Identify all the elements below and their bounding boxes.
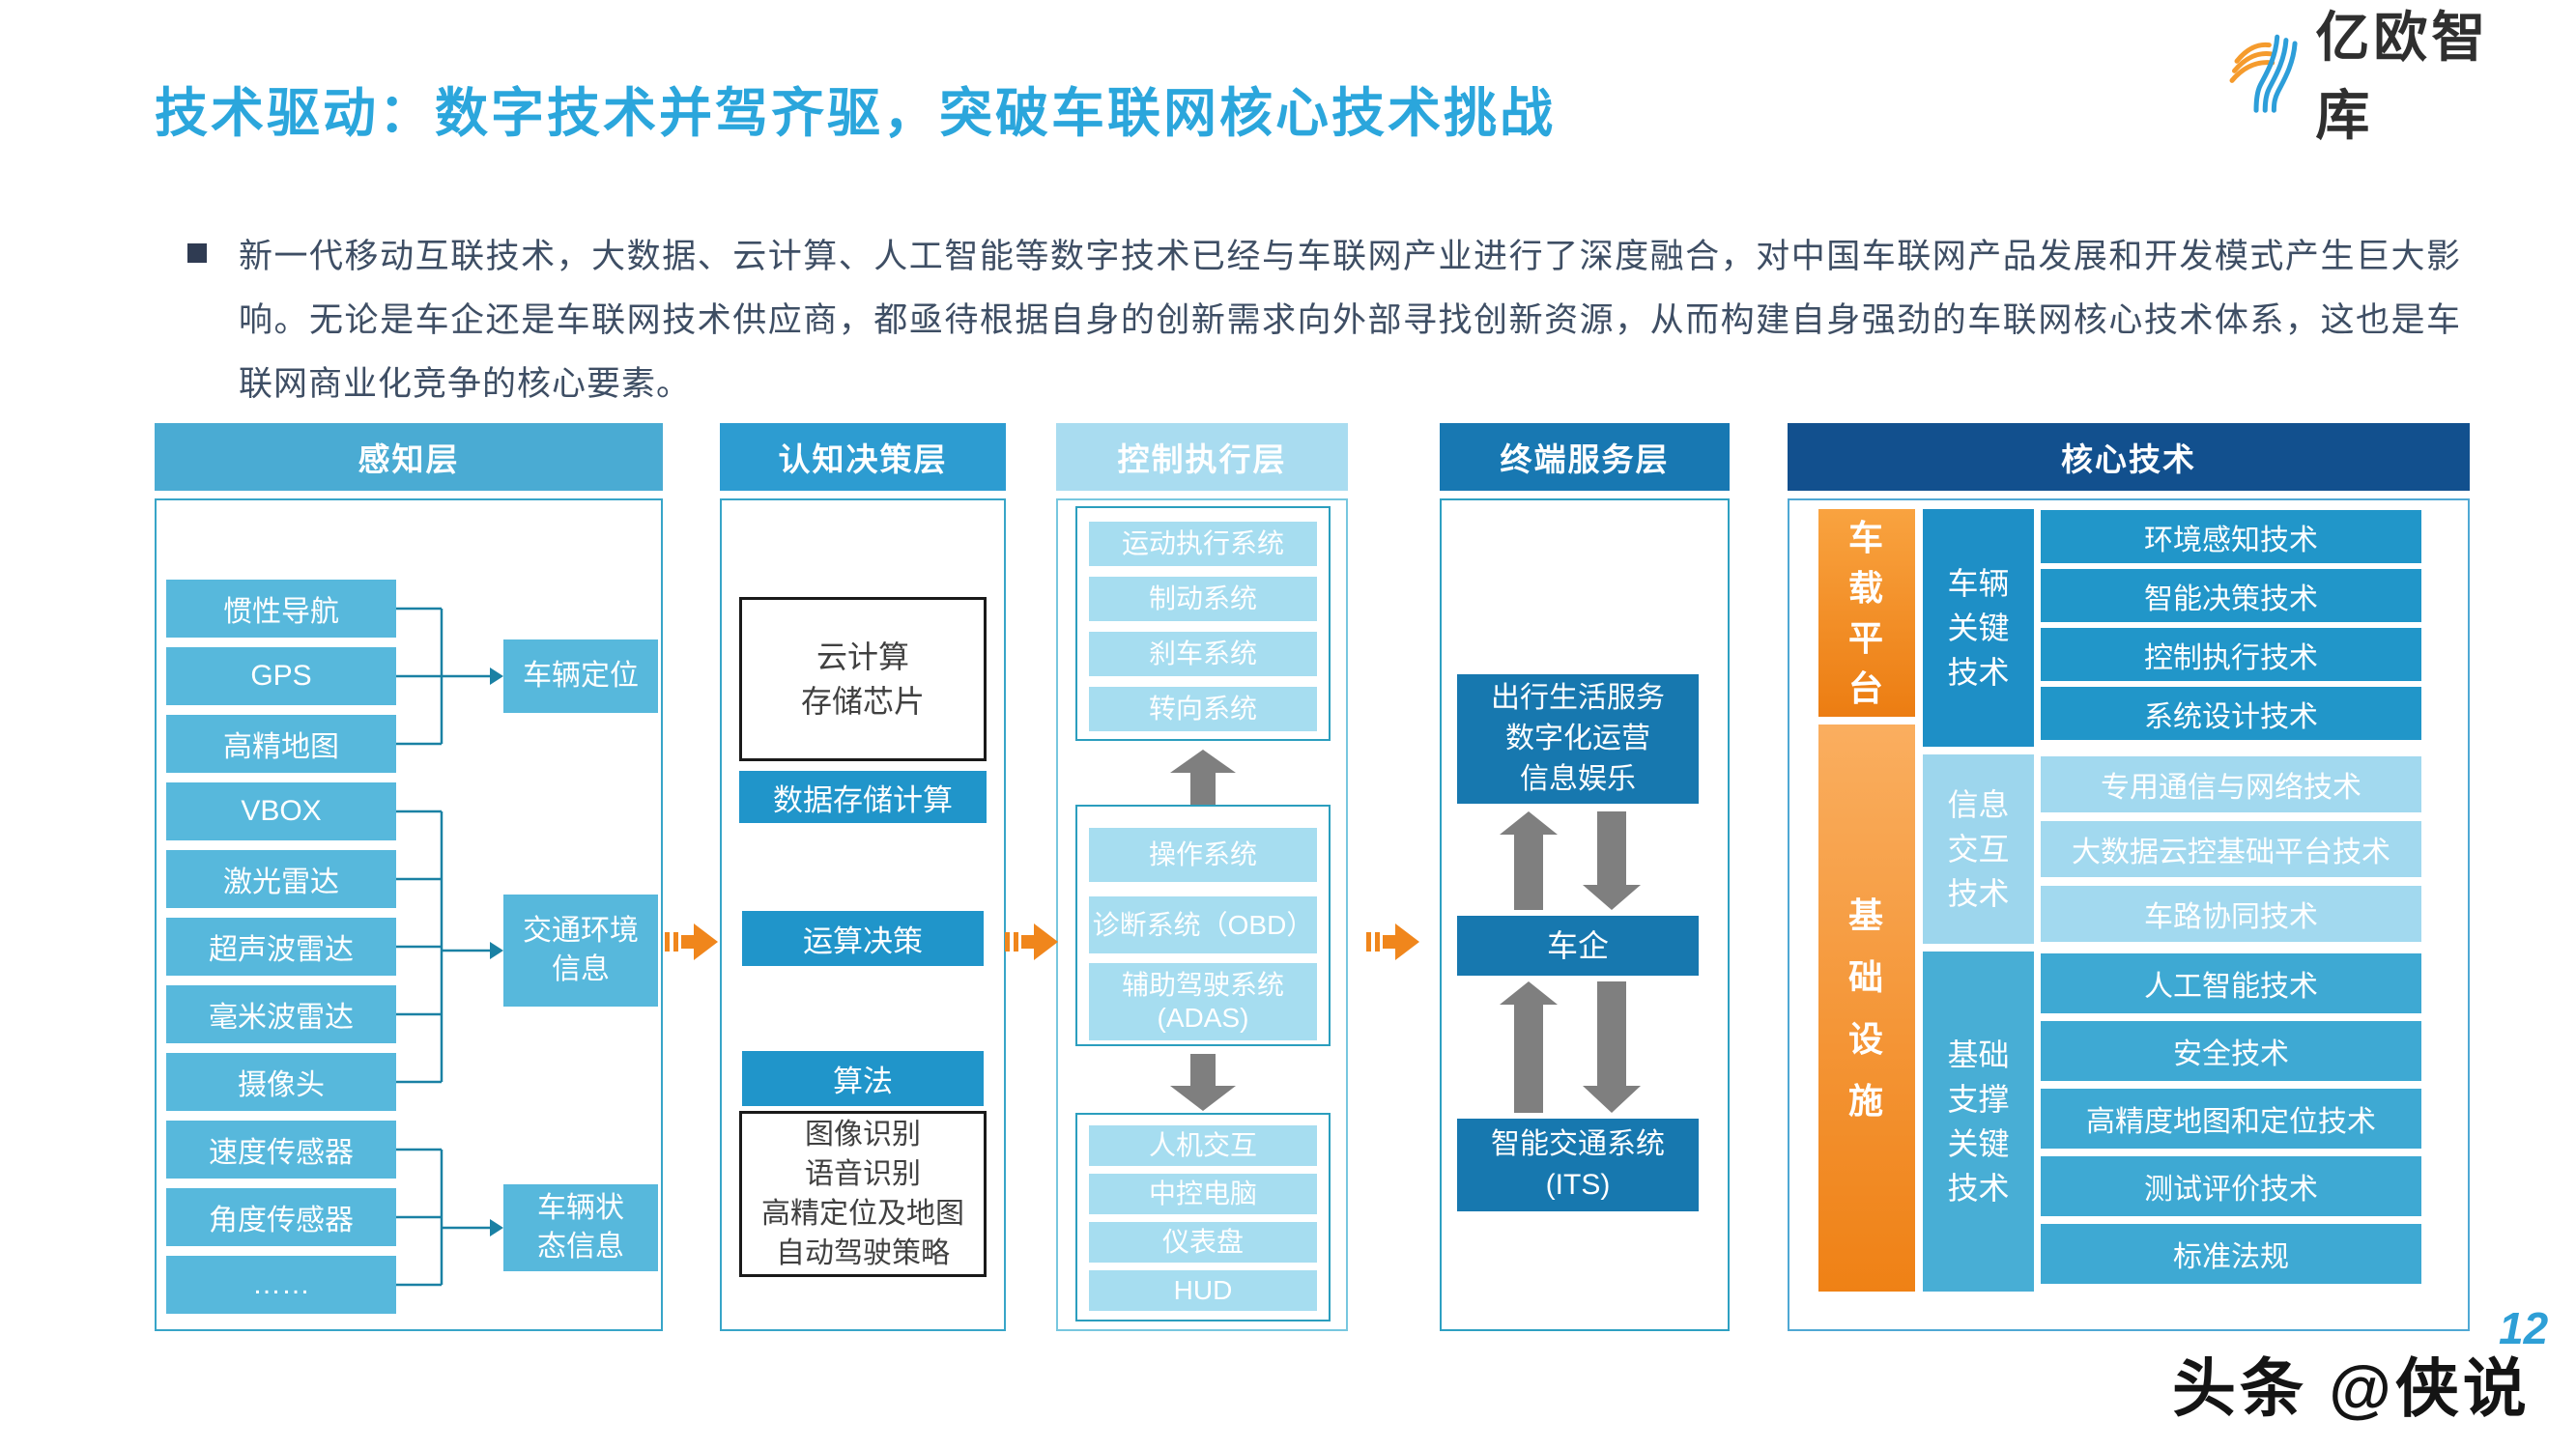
service-box-its: 智能交通系统 (ITS): [1457, 1119, 1699, 1211]
sensor-item: 摄像头: [166, 1053, 396, 1111]
core-tech-row: 智能决策技术: [2041, 569, 2421, 622]
control-row: 转向系统: [1089, 687, 1317, 731]
header-perception-layer: 感知层: [155, 423, 663, 491]
sensor-item: ……: [166, 1256, 396, 1314]
core-group-label-basic-support: 基础 支撑 关键 技术: [1923, 952, 2034, 1292]
output-traffic-environment: 交通环境 信息: [503, 895, 658, 1007]
flow-arrow-2-icon: [1005, 923, 1058, 960]
core-tech-row: 专用通信与网络技术: [2041, 756, 2421, 812]
control-row: 刹车系统: [1089, 632, 1317, 676]
bullet-marker: [187, 243, 207, 263]
flow-arrow-1-icon: [665, 923, 718, 960]
logo-y-icon: [2229, 34, 2298, 113]
control-row: 人机交互: [1089, 1125, 1317, 1166]
sensor-item: GPS: [166, 647, 396, 705]
sensor-item: 惯性导航: [166, 580, 396, 638]
control-row: 操作系统: [1089, 828, 1317, 882]
output-vehicle-status: 车辆状 态信息: [503, 1184, 658, 1271]
control-row: HUD: [1089, 1270, 1317, 1311]
sensor-item: 激光雷达: [166, 850, 396, 908]
flow-arrow-3-icon: [1366, 923, 1419, 960]
computing-decision-bar: 运算决策: [742, 911, 984, 966]
intro-paragraph: 新一代移动互联技术，大数据、云计算、人工智能等数字技术已经与车联网产业进行了深度…: [239, 238, 2461, 403]
core-tech-row: 测试评价技术: [2041, 1156, 2421, 1216]
core-tech-row: 大数据云控基础平台技术: [2041, 821, 2421, 877]
header-core-tech: 核心技术: [1788, 423, 2470, 491]
sensor-item: 角度传感器: [166, 1188, 396, 1246]
control-row: 制动系统: [1089, 577, 1317, 621]
output-vehicle-positioning: 车辆定位: [503, 639, 658, 713]
core-tech-row: 环境感知技术: [2041, 510, 2421, 563]
sensor-item: VBOX: [166, 782, 396, 840]
sensor-item: 毫米波雷达: [166, 985, 396, 1043]
data-storage-compute-bar: 数据存储计算: [739, 771, 987, 823]
sensor-item: 速度传感器: [166, 1121, 396, 1179]
control-row: 运动执行系统: [1089, 522, 1317, 566]
algorithm-detail-box: 图像识别 语音识别 高精定位及地图 自动驾驶策略: [739, 1111, 987, 1277]
service-box-automaker: 车企: [1457, 916, 1699, 976]
header-service-layer: 终端服务层: [1440, 423, 1730, 491]
core-group-label-vehicle-key: 车辆 关键 技术: [1923, 509, 2034, 747]
core-tech-row: 车路协同技术: [2041, 886, 2421, 942]
logo: 亿欧智库: [2227, 7, 2517, 146]
page-title: 技术驱动：数字技术并驾齐驱，突破车联网核心技术挑战: [155, 83, 1557, 143]
control-row: 中控电脑: [1089, 1174, 1317, 1214]
header-cognition-layer: 认知决策层: [720, 423, 1006, 491]
core-tech-row: 安全技术: [2041, 1021, 2421, 1081]
core-tech-row: 人工智能技术: [2041, 953, 2421, 1013]
service-box-mobility: 出行生活服务 数字化运营 信息娱乐: [1457, 674, 1699, 804]
sensor-item: 超声波雷达: [166, 918, 396, 976]
core-tech-row: 系统设计技术: [2041, 687, 2421, 740]
algorithm-bar: 算法: [742, 1051, 984, 1106]
control-row: 诊断系统（OBD）: [1089, 896, 1317, 953]
sensor-item: 高精地图: [166, 715, 396, 773]
page-number: 12: [2499, 1303, 2549, 1353]
core-tech-row: 高精度地图和定位技术: [2041, 1089, 2421, 1149]
platform-vehicle-bar: 车 载 平 台: [1818, 509, 1915, 717]
watermark: 头条 @侠说: [2172, 1352, 2531, 1424]
platform-infrastructure-bar: 基 础 设 施: [1818, 724, 1915, 1292]
core-group-label-info-interaction: 信息 交互 技术: [1923, 754, 2034, 944]
core-tech-row: 控制执行技术: [2041, 628, 2421, 681]
logo-text: 亿欧智库: [2315, 7, 2490, 146]
core-tech-row: 标准法规: [2041, 1224, 2421, 1284]
control-row: 辅助驾驶系统 (ADAS): [1089, 963, 1317, 1040]
control-row: 仪表盘: [1089, 1222, 1317, 1263]
cloud-chip-box: 云计算 存储芯片: [739, 597, 987, 761]
header-control-layer: 控制执行层: [1056, 423, 1348, 491]
